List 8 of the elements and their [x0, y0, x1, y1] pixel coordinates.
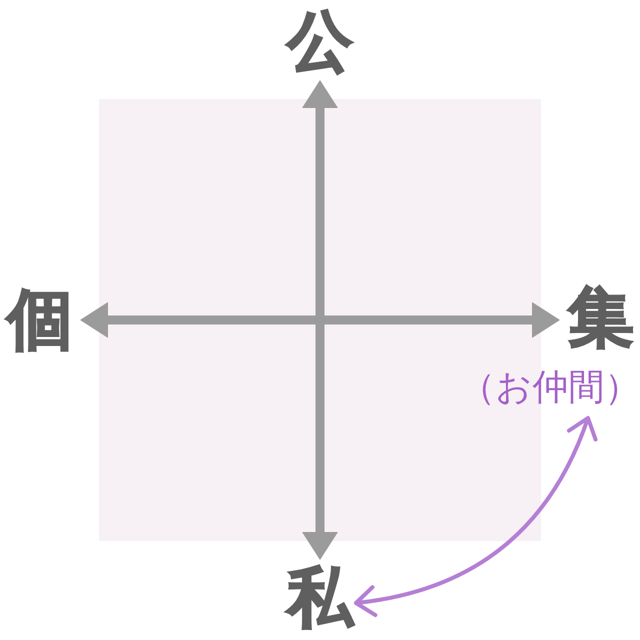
axis-arrow: [302, 80, 338, 560]
axis-arrow: [80, 302, 560, 338]
curved-double-arrow: [354, 416, 597, 616]
group-label: （お仲間）: [460, 366, 640, 418]
axis-label: 公: [284, 6, 356, 87]
axis-label: 集: [553, 285, 638, 355]
axis-label: 私: [284, 553, 356, 633]
axis-label: 個: [4, 285, 87, 355]
